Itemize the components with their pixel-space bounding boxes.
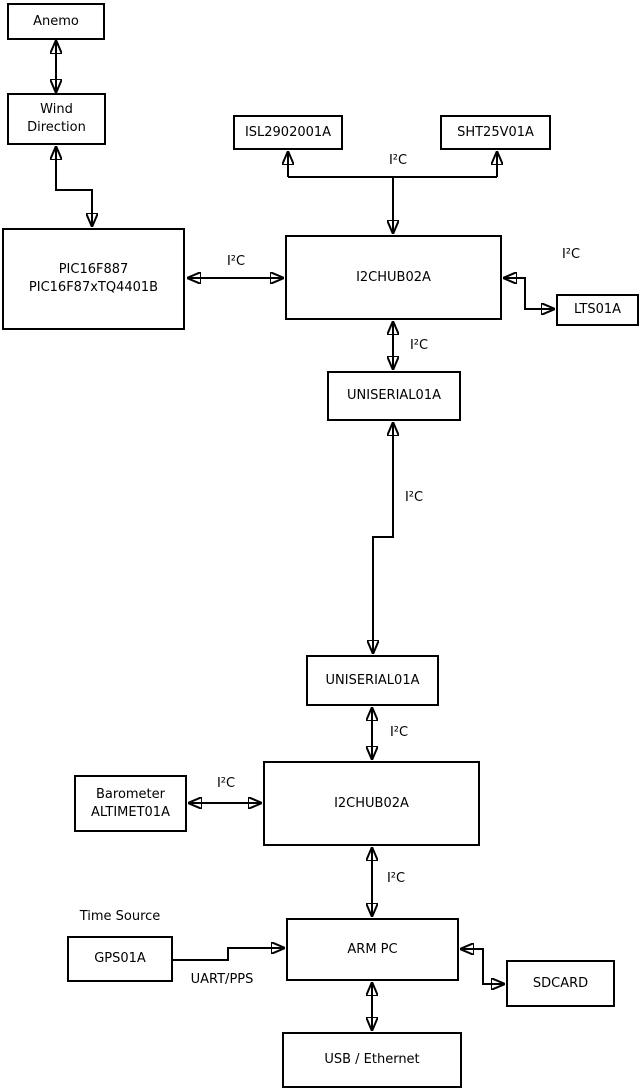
node-wind-direction-label-line2: Direction [27, 120, 86, 135]
edge-label-i2c-uniserial-hub2: I²C [389, 725, 409, 740]
node-usb-ethernet: USB / Ethernet [282, 1032, 462, 1088]
node-sht25v01a-label: SHT25V01A [457, 124, 534, 140]
node-sdcard: SDCARD [506, 960, 615, 1007]
node-isl2902001a: ISL2902001A [233, 115, 343, 150]
node-uniserial01a-top-label: UNISERIAL01A [347, 388, 441, 403]
node-pic16f887-label-line2: PIC16F87xTQ4401B [28, 280, 159, 295]
node-sht25v01a: SHT25V01A [440, 115, 551, 150]
node-gps01a: GPS01A [67, 936, 173, 982]
node-arm-pc-label: ARM PC [347, 941, 398, 957]
node-uniserial01a-top: UNISERIAL01A [327, 371, 461, 421]
node-uniserial01a-bottom: UNISERIAL01A [306, 655, 439, 706]
edge-label-i2c-sensors: I²C [388, 153, 408, 168]
node-pic16f887-label-line1: PIC16F887 [58, 262, 129, 277]
connector-wind-pic [56, 147, 92, 226]
node-gps01a-label: GPS01A [94, 951, 146, 966]
node-wind-direction: Wind Direction [7, 93, 106, 145]
node-wind-direction-label-line1: Wind [40, 102, 73, 117]
connector-uniserial-link [373, 423, 393, 653]
node-isl2902001a-label: ISL2902001A [244, 124, 332, 140]
connector-armpc-sdcard [461, 949, 504, 984]
node-arm-pc: ARM PC [286, 918, 459, 981]
node-lts01a-label: LTS01A [573, 302, 622, 317]
edge-label-i2c-hub-lts: I²C [561, 247, 581, 262]
node-barometer-altimet01a: Barometer ALTIMET01A [74, 775, 187, 832]
edge-label-i2c-barometer-hub2: I²C [216, 776, 236, 791]
node-anemo: Anemo [7, 3, 105, 40]
node-barometer-label-line1: Barometer [96, 786, 165, 802]
connector-hub-top-lts [504, 278, 554, 309]
node-i2chub02a-bottom-label: I2CHUB02A [334, 795, 409, 811]
node-anemo-label: Anemo [33, 13, 79, 29]
node-uniserial01a-bottom-label: UNISERIAL01A [325, 672, 420, 688]
node-usb-ethernet-label: USB / Ethernet [324, 1052, 420, 1067]
node-lts01a: LTS01A [556, 294, 639, 326]
node-pic16f887: PIC16F887 PIC16F87xTQ4401B [2, 228, 185, 330]
node-sdcard-label: SDCARD [532, 975, 589, 991]
edge-label-i2c-hub2-armpc: I²C [386, 871, 406, 886]
edge-label-i2c-uniserial-link: I²C [404, 490, 424, 505]
edge-label-uart-pps: UART/PPS [190, 972, 254, 987]
edge-label-i2c-hub-uniserial: I²C [409, 338, 429, 353]
edge-label-i2c-pic-hub: I²C [226, 254, 246, 269]
edge-label-time-source: Time Source [79, 909, 161, 924]
node-barometer-label-line2: ALTIMET01A [91, 804, 170, 820]
node-i2chub02a-bottom: I2CHUB02A [263, 761, 480, 846]
node-i2chub02a-top: I2CHUB02A [285, 235, 502, 320]
connector-gps-armpc [173, 948, 284, 961]
node-i2chub02a-top-label: I2CHUB02A [356, 269, 431, 285]
